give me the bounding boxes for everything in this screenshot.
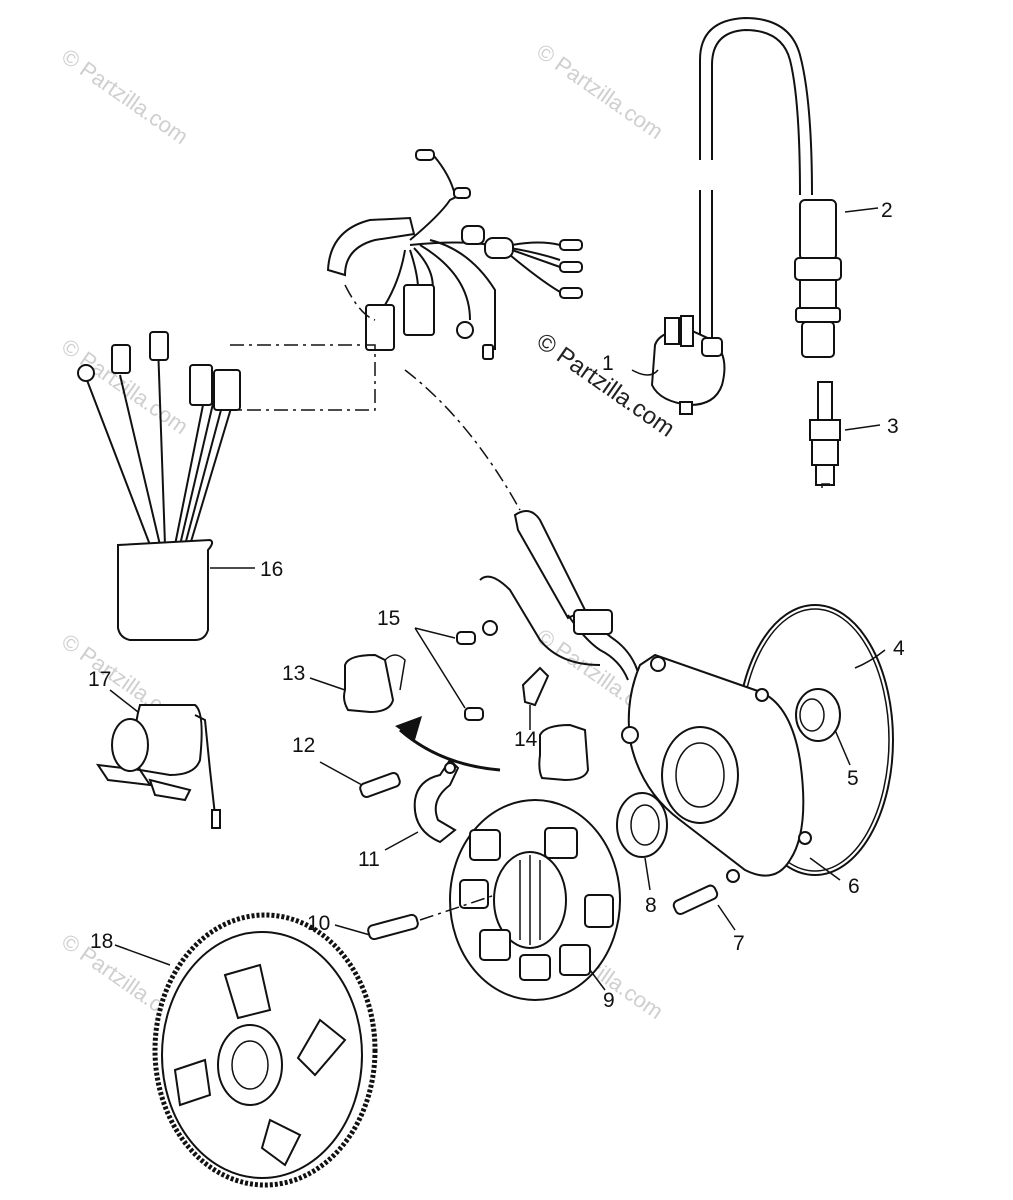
callout-11: 11 — [358, 848, 380, 871]
callout-1: 1 — [602, 352, 614, 375]
harness-leader-lines — [230, 284, 521, 511]
callout-17: 17 — [88, 668, 111, 691]
cdi-box — [77, 331, 241, 641]
callout-18: 18 — [90, 930, 113, 953]
bolt-7 — [672, 884, 719, 915]
bolt-10 — [367, 894, 496, 941]
callout-10: 10 — [307, 912, 330, 935]
wire-bracket — [413, 758, 460, 844]
ignition-coil — [650, 315, 726, 415]
pulser-coil — [343, 653, 406, 714]
callout-3: 3 — [887, 415, 899, 438]
callout-labels: 1 2 3 4 5 6 7 8 9 10 11 12 13 14 15 16 1… — [88, 199, 905, 1012]
callout-12: 12 — [292, 734, 315, 757]
callout-14: 14 — [514, 728, 538, 751]
flywheel — [152, 912, 378, 1188]
starter-solenoid — [95, 704, 221, 829]
stator-plate — [621, 653, 812, 883]
callout-5: 5 — [847, 767, 859, 790]
callout-15: 15 — [377, 607, 400, 630]
direction-arrow — [395, 716, 501, 772]
oil-seal-5 — [795, 688, 841, 742]
callout-8: 8 — [645, 894, 657, 917]
callout-13: 13 — [282, 662, 305, 685]
wiring-harness — [326, 149, 583, 360]
leader-lines — [109, 207, 886, 991]
callout-4: 4 — [893, 637, 905, 660]
stator-harness — [479, 510, 641, 681]
callout-2: 2 — [881, 199, 893, 222]
screw-12 — [359, 771, 401, 799]
spark-plug — [809, 381, 841, 488]
callout-6: 6 — [848, 875, 860, 898]
callout-16: 16 — [260, 558, 283, 581]
callout-9: 9 — [603, 989, 615, 1012]
stator — [449, 799, 621, 1001]
watermark: © Partzilla.com — [532, 39, 668, 145]
callout-7: 7 — [733, 932, 745, 955]
screws-15 — [456, 631, 484, 721]
oil-seal-8 — [616, 792, 668, 858]
watermark: © Partzilla.com — [57, 44, 193, 150]
spark-plug-cap — [699, 16, 842, 358]
pulser-clamp — [521, 666, 590, 782]
